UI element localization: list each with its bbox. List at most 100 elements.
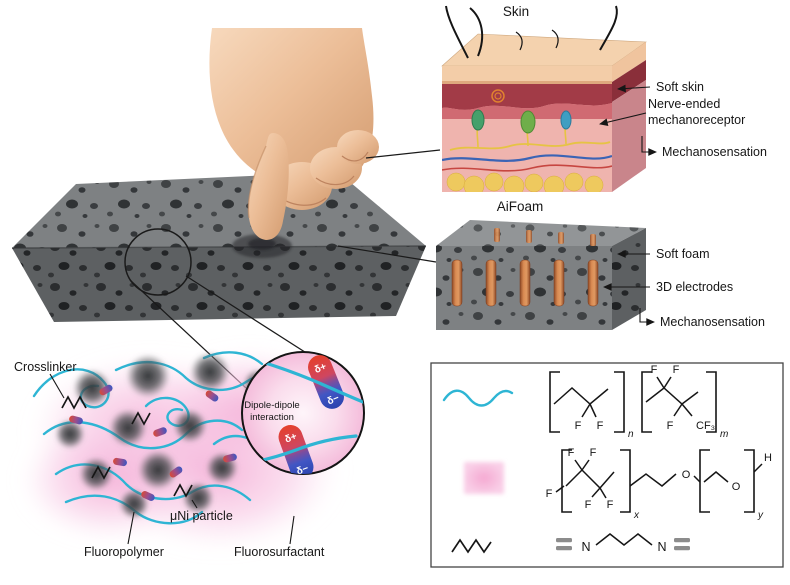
atom-h: H — [764, 452, 772, 464]
mechanosensation-arrow-foam — [639, 308, 655, 326]
mechanosensation-label-skin: Mechanosensation — [662, 145, 767, 159]
fluoropolymer-pointer-line — [127, 511, 135, 545]
legend-chem-fluorosurfactant: F F F F F x O O y H — [546, 447, 772, 521]
fluorosurfactant-label: Fluorosurfactant — [234, 545, 325, 559]
skin-block — [441, 5, 647, 192]
ni-pointer-line — [191, 499, 198, 509]
hand — [209, 28, 379, 240]
ni-particle — [173, 409, 207, 443]
fluorosurfactant-pointer-line — [289, 515, 295, 545]
atom-f: F — [651, 364, 658, 376]
atom-f: F — [590, 447, 597, 459]
hair-follicle-coil — [491, 89, 505, 103]
hair — [599, 5, 618, 51]
dipole-capsule-small — [223, 453, 237, 463]
ni-particle — [79, 457, 113, 491]
polymer-chain-zoom — [254, 358, 364, 406]
ni-particle-label: μNi particle — [170, 509, 233, 523]
foam-slab-top-face — [12, 172, 426, 248]
group-cf3: CF₃ — [696, 420, 715, 432]
electrode — [519, 259, 531, 307]
crosslinker-zigzag — [173, 483, 193, 498]
electrodes — [451, 228, 599, 307]
hair-follicle-coil — [494, 92, 502, 100]
epidermis-layer — [442, 66, 612, 83]
hair — [469, 7, 484, 57]
nerve-label-line2: mechanoreceptor — [648, 113, 745, 127]
electrode — [485, 259, 497, 307]
ni-particle — [138, 450, 178, 490]
dipole-capsule-small — [153, 427, 167, 437]
zoom-source-circle — [124, 228, 192, 296]
legend-chem-crosslinker: N N — [556, 533, 690, 554]
legend-fluorosurfactant-symbol — [464, 462, 504, 494]
dipole-capsule-small — [141, 491, 155, 501]
atom-f: F — [667, 420, 674, 432]
dipole-capsule-small — [113, 457, 127, 467]
mechanoreceptor — [471, 109, 485, 131]
ni-particles — [55, 352, 273, 519]
aifoam-top-face — [436, 220, 646, 246]
skin-top-face — [441, 33, 647, 67]
knuckle — [337, 130, 379, 164]
atom-f: F — [585, 499, 592, 511]
electrode — [587, 259, 599, 307]
index-finger — [248, 133, 289, 240]
mechanosensation-label-foam: Mechanosensation — [660, 315, 765, 329]
skin-side-face — [612, 42, 646, 82]
blood-vessel-red — [442, 164, 612, 172]
electrode-stud — [558, 232, 564, 244]
hair — [551, 29, 559, 49]
atom-n: N — [581, 540, 590, 554]
fat-cells — [446, 172, 604, 192]
electrodes-label: 3D electrodes — [656, 280, 733, 294]
epidermis-line — [442, 81, 612, 84]
electrode — [451, 259, 463, 307]
delta-plus-label: δ+ — [284, 431, 299, 445]
skin-title: Skin — [503, 4, 529, 19]
ni-particle — [126, 354, 170, 398]
delta-plus-label: δ+ — [313, 361, 328, 376]
subscript-m: m — [720, 429, 728, 440]
legend-crosslinker-symbol — [451, 538, 492, 554]
bond-bar — [674, 546, 690, 551]
dipole-capsule-large — [278, 424, 314, 474]
crosslinker-zigzag — [61, 395, 87, 410]
finger-shading — [247, 145, 267, 219]
legend-chem-fluoropolymer: F F n F F F CF₃ m — [549, 364, 728, 440]
bond-bar — [556, 538, 572, 543]
atom-f: F — [568, 447, 575, 459]
zoom-caption-line2: interaction — [250, 412, 294, 423]
atom-o: O — [682, 469, 691, 481]
electrode-stud — [494, 228, 500, 242]
aifoam-title: AiFoam — [497, 199, 544, 214]
subscript-n: n — [628, 429, 634, 440]
crosslinker-zigzags — [61, 395, 193, 498]
subscript-x: x — [633, 510, 640, 521]
delta-minus-label: δ− — [326, 393, 341, 408]
legend-fluoropolymer-symbol — [442, 389, 514, 407]
atom-f: F — [607, 499, 614, 511]
maroon-layer — [442, 84, 612, 110]
crosslinker-zigzag — [91, 465, 111, 480]
connector-line-skin — [365, 149, 441, 159]
dipole-capsule-large — [308, 355, 344, 409]
soft-skin-pointer-line — [617, 84, 651, 93]
ni-particle — [190, 352, 230, 392]
hair — [445, 5, 469, 59]
subscript-y: y — [757, 510, 764, 521]
bond-bar — [556, 546, 572, 551]
blood-vessel-blue — [442, 154, 612, 162]
crosslinker-label: Crosslinker — [14, 360, 77, 374]
foam-slab-front-face — [12, 246, 426, 322]
fluoropolymer-label: Fluoropolymer — [84, 545, 164, 559]
electrode-stud — [590, 234, 596, 246]
nerve-fiber — [449, 141, 611, 151]
bond-bar — [674, 538, 690, 543]
mechanoreceptor — [520, 110, 536, 134]
ni-particle — [73, 369, 111, 407]
skin-front-face — [442, 66, 612, 192]
ni-particle — [119, 489, 149, 519]
hair — [515, 31, 523, 51]
crosslinker-pointer-line — [49, 373, 65, 399]
